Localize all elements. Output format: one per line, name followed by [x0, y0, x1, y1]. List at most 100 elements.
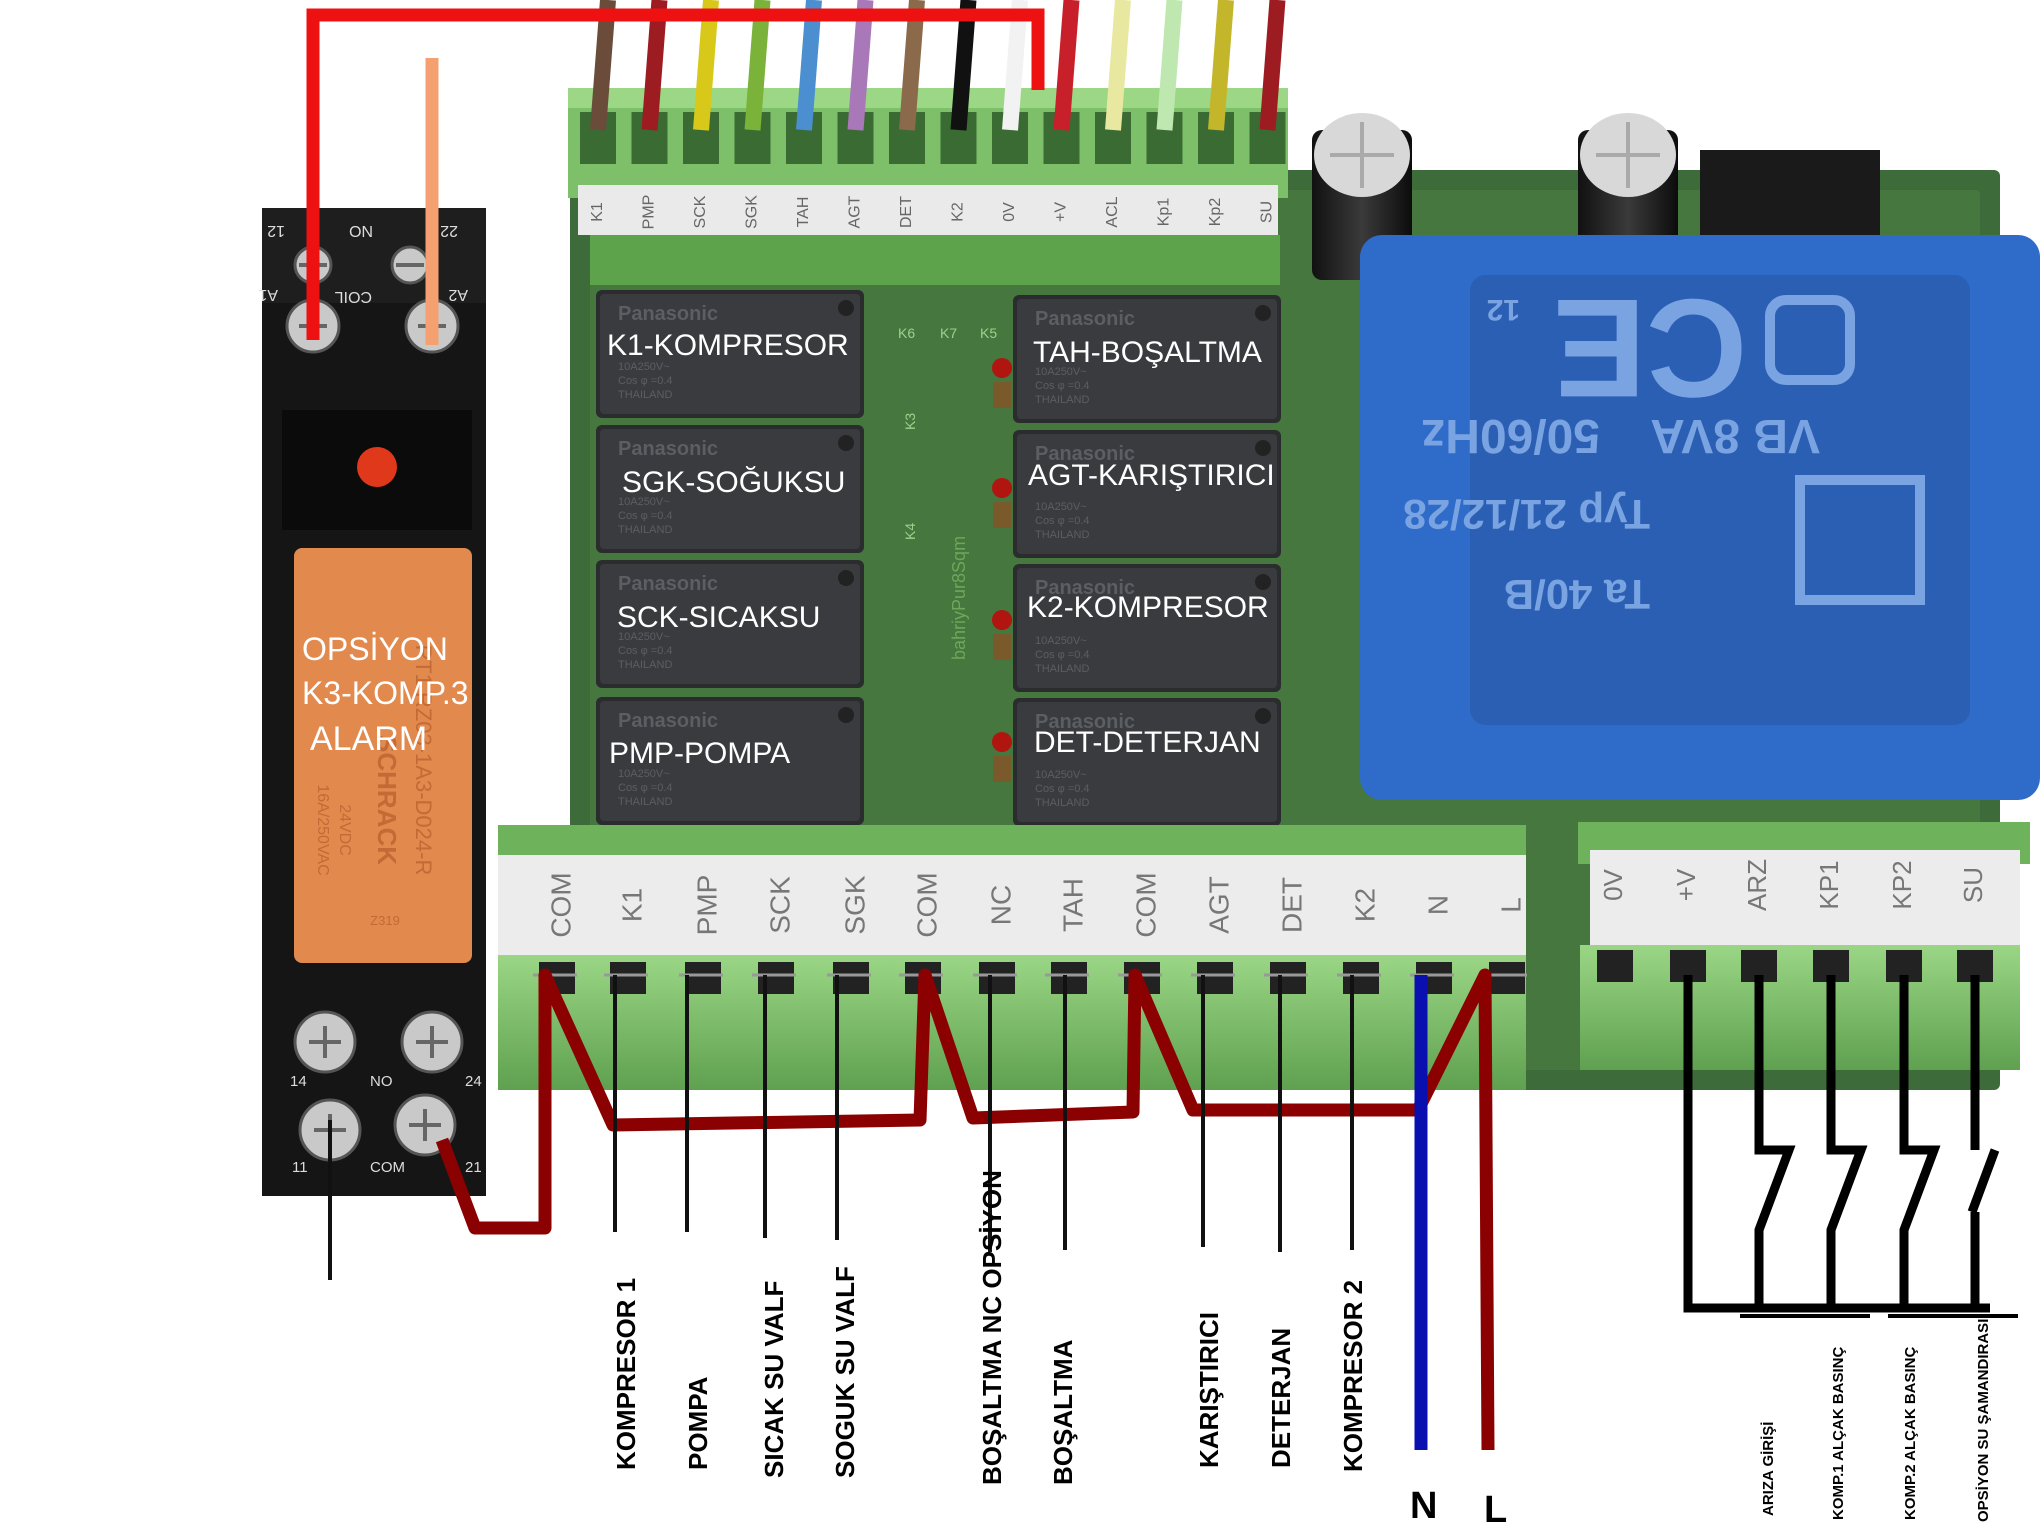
relay-rating: Cos φ =0.4: [618, 645, 673, 657]
relay-label: AGT-KARIŞTIRICI: [1028, 459, 1275, 492]
top-terminal-label: AGT: [847, 195, 864, 228]
relay-overlay-line: OPSİYON: [302, 631, 448, 667]
output-label: KOMPRESOR 1: [611, 1278, 641, 1470]
pcb-led: [992, 358, 1012, 378]
relay-brand: Panasonic: [1035, 308, 1135, 330]
right-terminal-label: ARZ: [1742, 859, 1772, 911]
bottom-terminal-screw: [1343, 962, 1379, 994]
relay-label: SGK-SOĞUKSU: [622, 466, 845, 499]
relay-rating: 10A250V~: [1035, 501, 1087, 513]
relay-rating: Cos φ =0.4: [618, 375, 673, 387]
top-wire: [693, 0, 719, 131]
output-label: SOGUK SU VALF: [830, 1266, 860, 1478]
relay-rating: Cos φ =0.4: [1035, 783, 1090, 795]
pcb-resistor: [993, 756, 1011, 782]
relay-rating: THAILAND: [618, 796, 672, 808]
relay-rating: Cos φ =0.4: [1035, 380, 1090, 392]
relay-rating: THAILAND: [1035, 663, 1089, 675]
relay-led: [357, 447, 397, 487]
bottom-terminal-label: K2: [1349, 888, 1380, 922]
relay-corner: [1255, 440, 1271, 456]
led-column: [992, 358, 1012, 782]
relay-corner: [1255, 708, 1271, 724]
pcb-marker: K7: [940, 325, 957, 341]
relay-pin-label: 14: [290, 1073, 307, 1090]
top-terminal-label: SU: [1259, 201, 1276, 223]
relay-rating: 10A250V~: [1035, 635, 1087, 647]
transformer-mark: VB 8VA: [1650, 409, 1820, 462]
relay-pin-label: 12: [267, 222, 285, 239]
transformer-mark: Ta 40/B: [1504, 571, 1650, 618]
nc-switch: [1899, 975, 1941, 1308]
top-wire: [1156, 0, 1183, 131]
relay-face: [1017, 299, 1277, 419]
relay-brand: Panasonic: [618, 710, 718, 732]
relay-rating: 10A250V~: [618, 496, 670, 508]
pcb-resistor: [993, 634, 1011, 660]
pcb-led: [992, 732, 1012, 752]
pcb-resistor: [993, 502, 1011, 528]
relay-screw-cross: [416, 1026, 448, 1058]
transformer-mark: CE: [1553, 270, 1747, 427]
relay-brand: Panasonic: [618, 303, 718, 325]
black-component: [1700, 150, 1880, 235]
relay-face: [1017, 702, 1277, 822]
bottom-terminal-screw: [1270, 962, 1306, 994]
relay-pin-label: COIL: [335, 288, 372, 305]
relay-corner: [838, 707, 854, 723]
relay-rating: THAILAND: [1035, 529, 1089, 541]
input-label: KOMP.1 ALÇAK BASINÇ: [1830, 1346, 1847, 1520]
bottom-terminal-label: PMP: [691, 875, 722, 936]
relay-rating: THAILAND: [618, 524, 672, 536]
top-terminal-label: SCK: [692, 195, 709, 228]
relay-rating: 10A250V~: [618, 631, 670, 643]
pcb-marker: bahriyPur8Sqm: [949, 536, 969, 660]
output-label: BOŞALTMA: [1048, 1339, 1078, 1485]
top-wire: [641, 0, 668, 131]
relay-rating: THAILAND: [1035, 394, 1089, 406]
relay-face: [1017, 568, 1277, 688]
transformer-vde-icon: [1795, 475, 1925, 605]
output-label: SICAK SU VALF: [759, 1281, 789, 1478]
transformer-safety-icon: [1765, 295, 1855, 385]
relay-label: TAH-BOŞALTMA: [1033, 336, 1262, 369]
top-wire: [1208, 0, 1234, 131]
relay-corner: [838, 435, 854, 451]
relay-brand: Panasonic: [1035, 711, 1135, 733]
bottom-terminal-screw: [1051, 962, 1087, 994]
relay-label: SCK-SICAKSU: [617, 601, 820, 634]
transformer-mark: 12: [1487, 293, 1520, 326]
relay-rating: 10A250V~: [618, 768, 670, 780]
relay-rating: THAILAND: [618, 659, 672, 671]
top-terminal-label: SGK: [744, 195, 761, 229]
relay-screw-cross: [309, 1026, 341, 1058]
relay-face: [600, 701, 860, 821]
relay-corner: [1255, 305, 1271, 321]
relay-pin-label: 24: [465, 1073, 482, 1090]
relay-pin-label: COM: [370, 1159, 405, 1176]
switch-common-bus: [1683, 975, 1990, 1313]
relay-rating: Cos φ =0.4: [1035, 515, 1090, 527]
relay-label: K2-KOMPRESOR: [1027, 591, 1269, 624]
bottom-terminal-label: L: [1495, 897, 1526, 913]
relay-overlay-line: ALARM: [310, 720, 427, 758]
output-label: KARIŞTIRICI: [1194, 1312, 1224, 1468]
top-wire: [744, 0, 771, 131]
transformer-mark: Typ 21/12/28: [1403, 491, 1650, 538]
right-terminal-label: 0V: [1598, 868, 1628, 900]
relay-pin-label: A1: [258, 286, 278, 303]
top-terminal-label: 0V: [1001, 202, 1018, 222]
top-wire: [590, 0, 616, 131]
bottom-terminal-label: COM: [1130, 872, 1161, 937]
bottom-terminal-screw: [685, 962, 721, 994]
relay-face: [600, 294, 860, 414]
bottom-terminal-label: NC: [985, 885, 1016, 925]
